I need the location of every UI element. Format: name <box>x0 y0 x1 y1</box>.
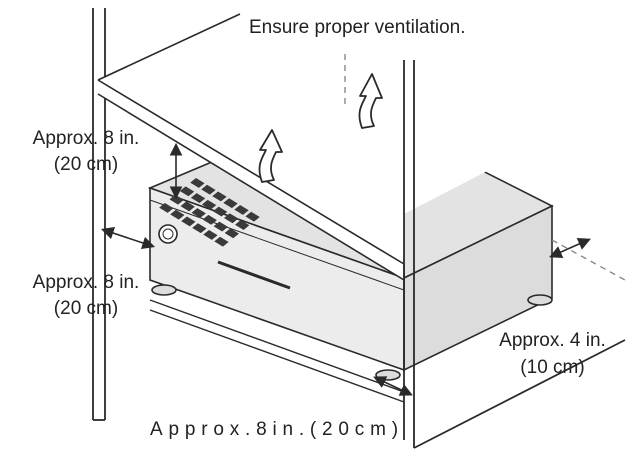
top-clearance-metric: (20 cm) <box>53 154 119 175</box>
right-clearance-metric: (10 cm) <box>520 357 585 378</box>
side-gap-arrow <box>100 226 156 250</box>
dimension-arrow-icon <box>100 142 591 396</box>
power-knob-icon <box>158 224 178 244</box>
ventilation-title: Ensure proper ventilation. <box>249 17 466 38</box>
lower-shelf-edge <box>149 299 405 403</box>
rear-gap-arrow <box>373 376 413 396</box>
top-clearance-label: Approx. 8 in. <box>32 128 140 149</box>
right-gap-arrow <box>549 238 591 258</box>
right-clearance-label: Approx. 4 in. <box>499 330 606 351</box>
rear-clearance-label: Approx.8in.(20cm) <box>150 419 404 440</box>
side-clearance-label: Approx. 8 in. <box>32 272 140 293</box>
side-clearance-metric: (20 cm) <box>53 298 119 319</box>
shelf-left-posts <box>92 8 106 421</box>
airflow-arrow-icon <box>258 73 383 183</box>
top-vent-front <box>159 178 260 247</box>
upper-shelf <box>97 13 528 281</box>
